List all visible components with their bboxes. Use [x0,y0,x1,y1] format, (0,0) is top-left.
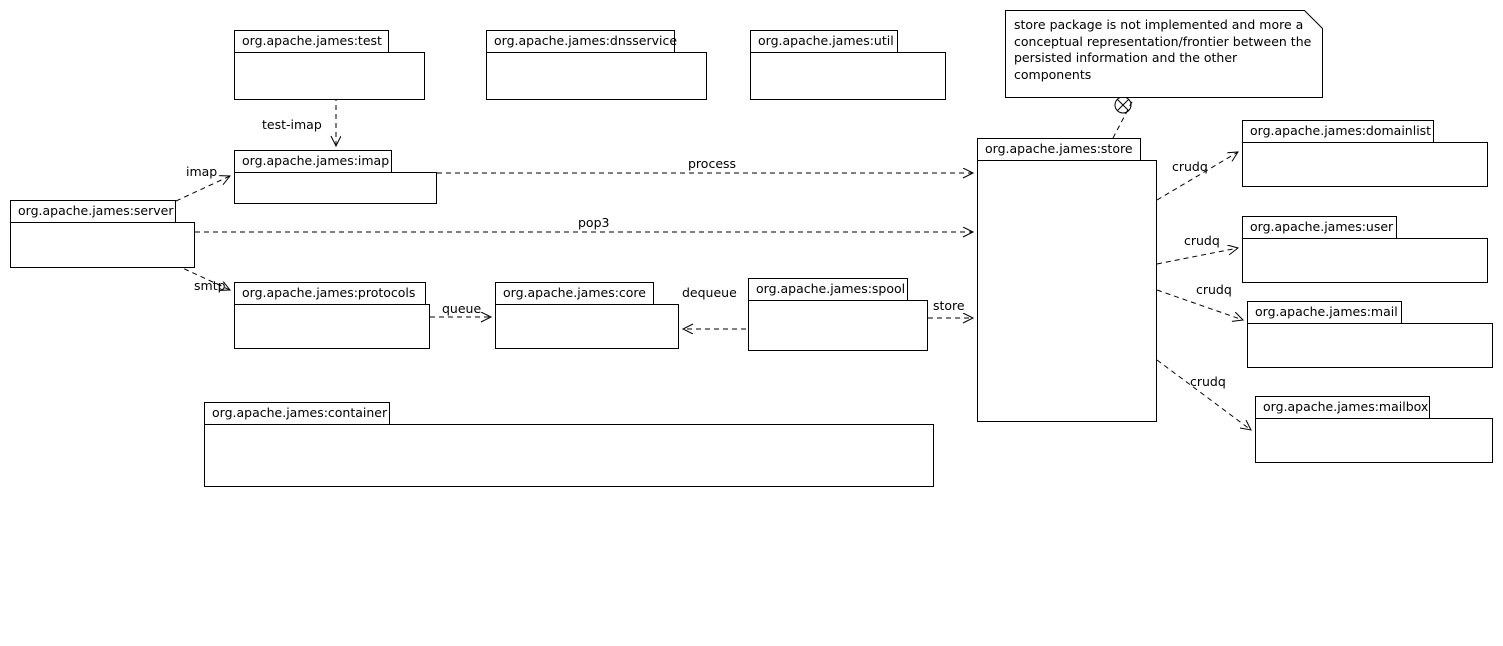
edge-label-dequeue: dequeue [682,285,737,300]
package-label-text: org.apache.james:user [1250,219,1394,235]
package-body [1255,418,1493,463]
edge-label-crudq-mail: crudq [1196,282,1232,297]
package-label: org.apache.james:mailbox [1255,396,1430,419]
package-label-text: org.apache.james:mail [1255,304,1398,320]
package-label-text: org.apache.james:mailbox [1263,399,1429,415]
edge-label-crudq-domainlist: crudq [1172,159,1208,174]
package-body [750,52,946,100]
package-body [1242,238,1488,283]
package-body [234,172,437,204]
connector-server-imap [175,176,230,202]
package-label-text: org.apache.james:container [212,405,388,421]
package-body [748,300,928,351]
edge-label-smtp: smtp [194,278,226,293]
package-label: org.apache.james:core [495,282,654,305]
package-label: org.apache.james:server [10,200,176,223]
edge-label-crudq-user: crudq [1184,233,1220,248]
connector-store-user-crudq [1156,248,1238,265]
connector-store-note [1112,99,1134,139]
package-label: org.apache.james:user [1242,216,1397,239]
note-store-comment: store package is not implemented and mor… [1005,10,1323,98]
package-body [977,160,1157,422]
package-label-text: org.apache.james:imap [242,153,390,169]
connector-store-mailbox-crudq [1156,359,1251,430]
package-label: org.apache.james:test [234,30,389,53]
package-label-text: org.apache.james:spool [756,281,906,297]
package-label-text: org.apache.james:store [985,141,1133,157]
edge-label-store: store [933,298,965,313]
package-label: org.apache.james:dnsservice [486,30,678,53]
package-body [10,222,195,268]
package-label: org.apache.james:store [977,138,1141,161]
package-label: org.apache.james:protocols [234,282,426,305]
package-label-text: org.apache.james:dnsservice [494,33,678,49]
package-body [234,304,430,349]
package-label: org.apache.james:util [750,30,898,53]
edge-label-pop3: pop3 [578,215,610,230]
package-label-text: org.apache.james:util [758,33,894,49]
package-body [234,52,425,100]
package-label: org.apache.james:domainlist [1242,120,1434,143]
package-body [1247,323,1493,368]
edge-label-queue: queue [442,301,482,316]
package-body [495,304,679,349]
package-label-text: org.apache.james:server [18,203,174,219]
package-label: org.apache.james:spool [748,278,908,301]
edge-label-crudq-mailbox: crudq [1190,374,1226,389]
package-body [486,52,707,100]
note-anchor-icon [1114,96,1132,114]
package-body [1242,142,1488,187]
note-fold-icon [1304,10,1323,29]
package-label: org.apache.james:imap [234,150,392,173]
package-label: org.apache.james:container [204,402,390,425]
package-body [204,424,934,487]
package-label: org.apache.james:mail [1247,301,1402,324]
package-label-text: org.apache.james:test [242,33,382,49]
package-label-text: org.apache.james:protocols [242,285,416,301]
edge-label-imap: imap [186,164,218,179]
package-label-text: org.apache.james:domainlist [1250,123,1432,139]
edge-label-process: process [688,156,737,171]
edge-label-test-imap: test-imap [262,117,322,132]
package-label-text: org.apache.james:core [503,285,646,301]
note-text: store package is not implemented and mor… [1014,17,1312,82]
